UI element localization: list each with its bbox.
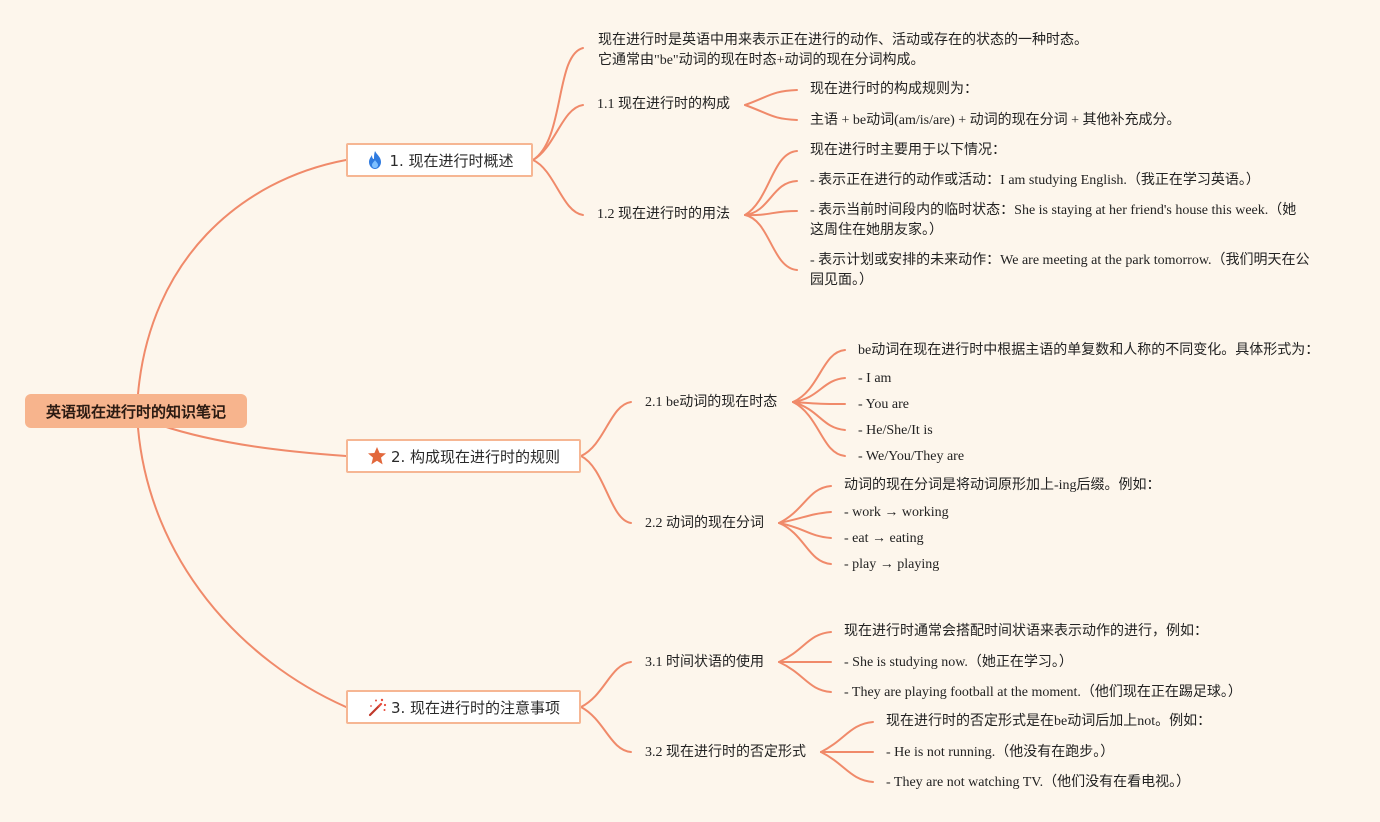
connector-s1-12 <box>532 159 584 216</box>
point: - They are playing football at the momen… <box>844 685 1242 700</box>
section-2-node[interactable]: 2. 构成现在进行时的规则 <box>346 439 581 473</box>
intro-line: 它通常由"be"动词的现在时态+动词的现在分词构成。 <box>598 53 925 68</box>
point: 动词的现在分词是将动词原形加上-ing后缀。例如： <box>844 478 1161 493</box>
connector-s3-31 <box>580 661 632 708</box>
point: 现在进行时的构成规则为： <box>810 82 978 97</box>
point: be动词在现在进行时中根据主语的单复数和人称的不同变化。具体形式为： <box>858 343 1320 358</box>
connector-s3-32 <box>580 706 632 753</box>
root-topic[interactable]: 英语现在进行时的知识笔记 <box>25 394 247 428</box>
point: 主语 + be动词(am/is/are) + 动词的现在分词 + 其他补充成分。 <box>810 113 1181 128</box>
section-3-label: 3. 现在进行时的注意事项 <box>390 698 561 717</box>
connector-s1-11 <box>532 104 584 161</box>
point: - We/You/They are <box>858 449 965 464</box>
point: 现在进行时通常会搭配时间状语来表示动作的进行，例如： <box>844 624 1208 639</box>
point: - I am <box>858 371 892 386</box>
subtopic-3-1[interactable]: 3.1 时间状语的使用 <box>645 655 764 670</box>
point: - 表示当前时间段内的临时状态：She is staying at her fr… <box>810 203 1297 238</box>
point: 现在进行时的否定形式是在be动词后加上not。例如： <box>886 714 1212 729</box>
subtopic-3-2[interactable]: 3.2 现在进行时的否定形式 <box>645 745 806 760</box>
connector-s1-intro <box>532 47 584 161</box>
section-1-label: 1. 现在进行时概述 <box>389 151 514 170</box>
point: - 表示正在进行的动作或活动：I am studying English.（我正… <box>810 173 1260 188</box>
subtopic-1-2[interactable]: 1.2 现在进行时的用法 <box>597 207 730 222</box>
magic-wand-icon <box>368 698 387 717</box>
section-1-node[interactable]: 1. 现在进行时概述 <box>346 143 533 177</box>
point: - eat → eating <box>844 531 924 546</box>
subtopic-2-2[interactable]: 2.2 动词的现在分词 <box>645 516 764 531</box>
point: - He/She/It is <box>858 423 933 438</box>
connector-root-s2 <box>159 424 347 457</box>
point: - work → working <box>844 505 949 520</box>
root-topic-label: 英语现在进行时的知识笔记 <box>45 402 226 421</box>
point: - He is not running.（他没有在跑步。） <box>886 745 1115 760</box>
point: - 表示计划或安排的未来动作：We are meeting at the par… <box>810 253 1310 288</box>
connector-root-s1 <box>137 159 347 395</box>
connector-s2-21 <box>580 401 632 457</box>
point: - You are <box>858 397 909 412</box>
intro-line: 现在进行时是英语中用来表示正在进行的动作、活动或存在的状态的一种时态。 <box>598 33 1088 48</box>
point: 现在进行时主要用于以下情况： <box>810 143 1006 158</box>
section-2-label: 2. 构成现在进行时的规则 <box>390 447 561 466</box>
star-icon <box>367 447 386 465</box>
point: - She is studying now.（她正在学习。） <box>844 655 1073 670</box>
connector-root-s3 <box>137 427 347 708</box>
subtopic-2-1[interactable]: 2.1 be动词的现在时态 <box>645 395 778 410</box>
section-1-intro: 现在进行时是英语中用来表示正在进行的动作、活动或存在的状态的一种时态。 它通常由… <box>598 31 1088 71</box>
fire-icon <box>369 151 382 169</box>
subtopic-1-1[interactable]: 1.1 现在进行时的构成 <box>597 97 730 112</box>
connector-s2-22 <box>580 455 632 524</box>
point: - They are not watching TV.（他们没有在看电视。） <box>886 775 1191 790</box>
section-3-node[interactable]: 3. 现在进行时的注意事项 <box>346 690 581 724</box>
point: - play → playing <box>844 557 940 572</box>
